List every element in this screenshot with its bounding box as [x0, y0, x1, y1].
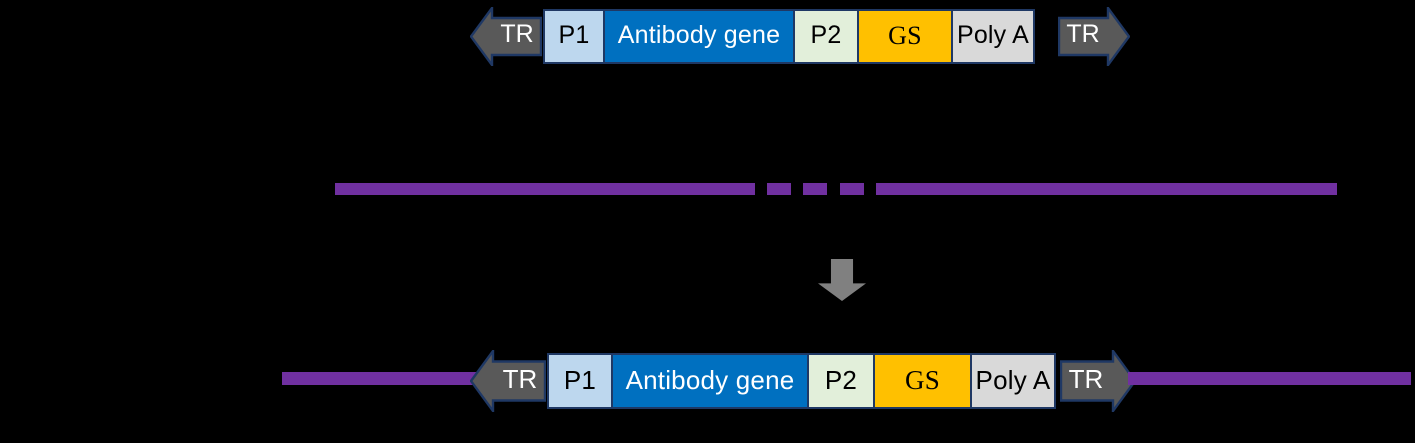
bottom-segment-gs-label: GS: [905, 364, 940, 395]
bottom-segment-gs: GS: [873, 353, 972, 409]
top-segment-gs: GS: [857, 9, 953, 64]
top-segment-polya-label: Poly A: [956, 21, 1030, 49]
bottom-segment-antibody-gene-label: Antibody gene: [625, 365, 795, 395]
genome-solid-left: [335, 183, 755, 195]
bottom-flank-left: [282, 372, 478, 385]
bottom-segment-p2: P2: [807, 353, 875, 409]
top-tr-right-label: TR: [1066, 20, 1100, 48]
bottom-segment-polya: Poly A: [970, 353, 1056, 409]
bottom-segment-polya-label: Poly A: [975, 365, 1051, 395]
bottom-tr-left-label: TR: [502, 364, 538, 394]
top-segment-p2-label: P2: [810, 21, 842, 49]
top-segment-p1-label: P1: [558, 21, 590, 49]
bottom-segment-antibody-gene: Antibody gene: [611, 353, 809, 409]
top-cassette-segments: P1 Antibody gene P2 GS Poly A: [543, 9, 1035, 64]
bottom-segment-p1-label: P1: [563, 365, 597, 395]
bottom-segment-p1: P1: [547, 353, 613, 409]
genome-dash-1: [767, 183, 791, 195]
genome-solid-right: [876, 183, 1337, 195]
bottom-flank-right: [1128, 372, 1411, 385]
top-segment-p2: P2: [793, 9, 859, 64]
top-tr-left-label: TR: [500, 20, 534, 48]
bottom-tr-right-label: TR: [1068, 364, 1104, 394]
top-segment-gs-label: GS: [888, 20, 922, 50]
bottom-cassette-segments: P1 Antibody gene P2 GS Poly A: [547, 353, 1056, 409]
genome-dash-3: [840, 183, 864, 195]
genome-dash-2: [803, 183, 827, 195]
top-segment-antibody-gene-label: Antibody gene: [617, 21, 781, 49]
top-segment-antibody-gene: Antibody gene: [603, 9, 795, 64]
bottom-segment-p2-label: P2: [824, 365, 858, 395]
top-segment-p1: P1: [543, 9, 605, 64]
top-segment-polya: Poly A: [951, 9, 1035, 64]
integration-down-arrow: [818, 259, 866, 301]
